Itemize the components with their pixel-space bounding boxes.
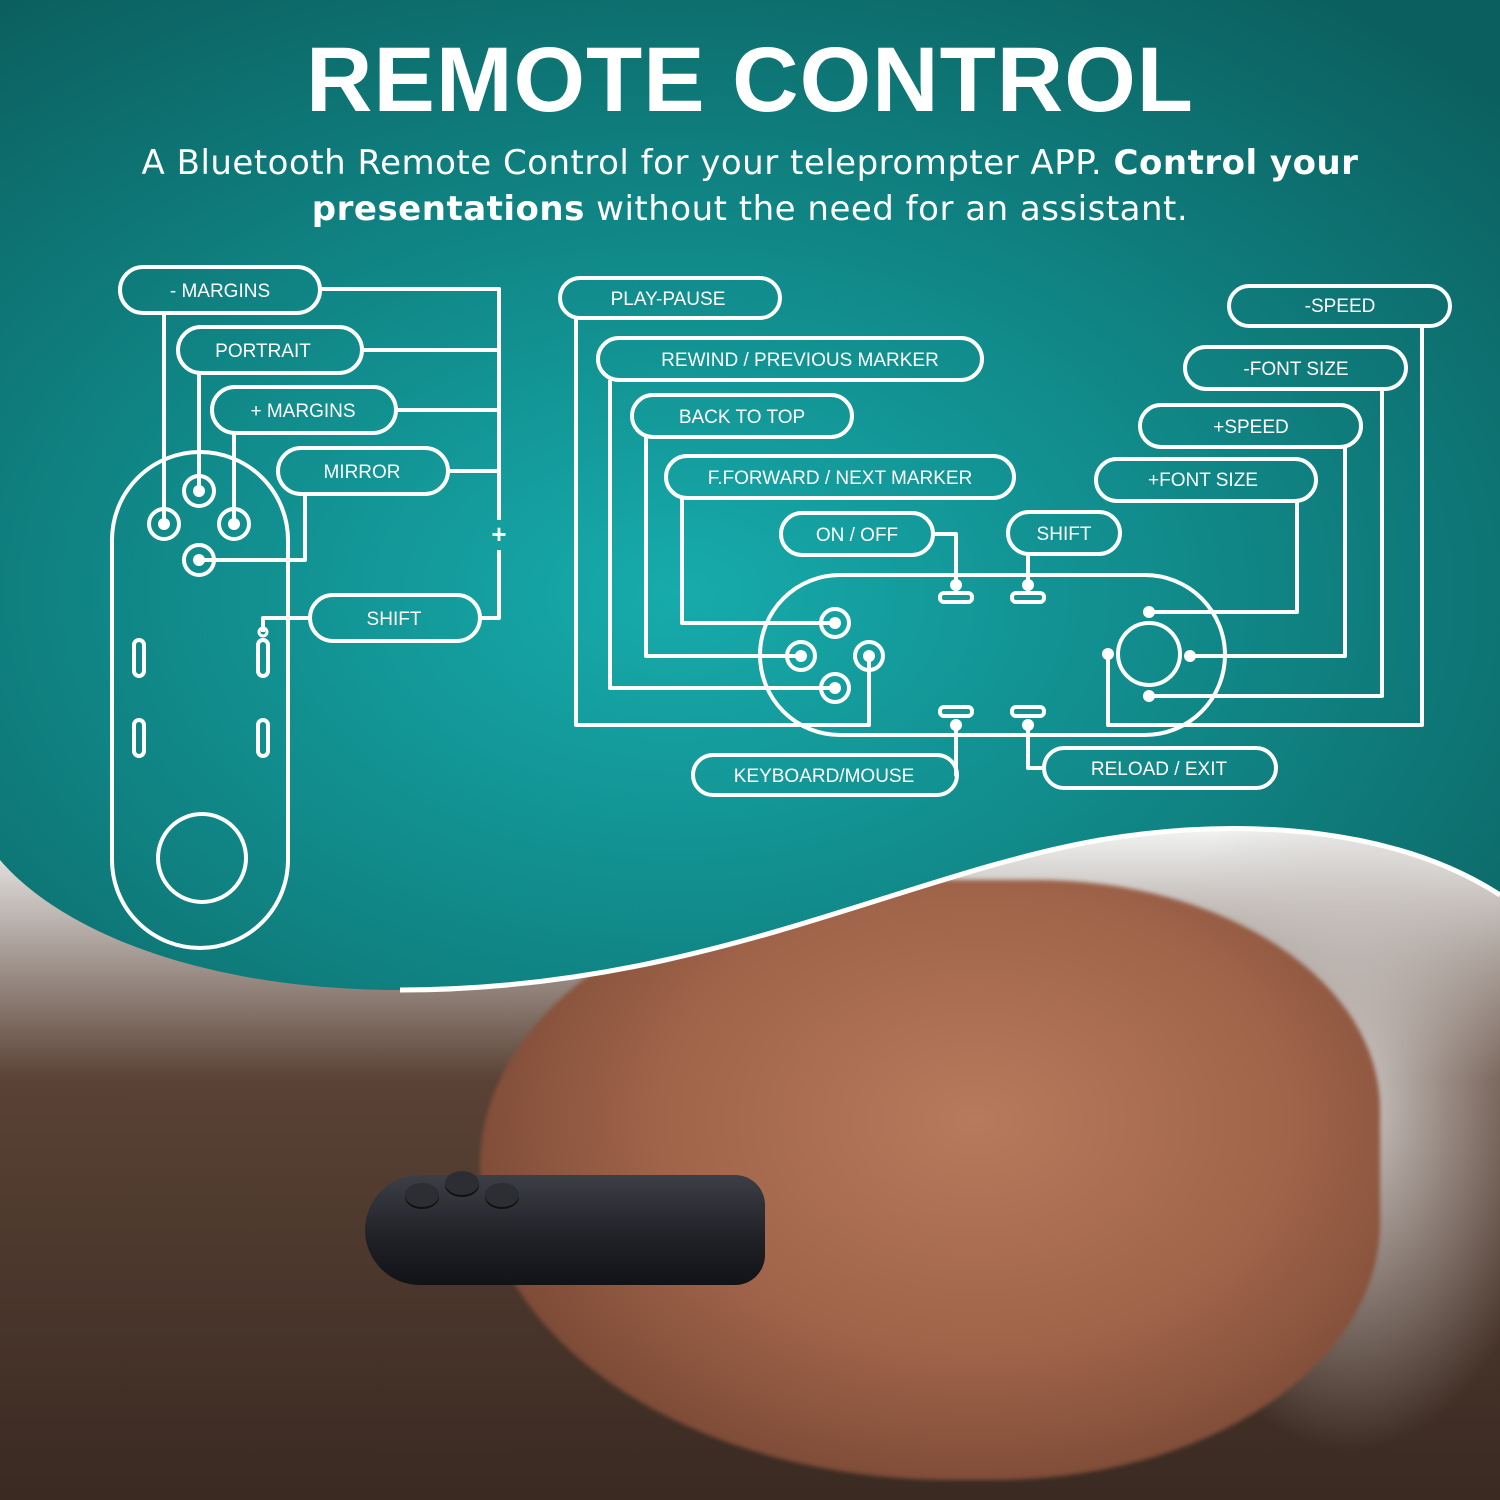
label-portrait: PORTRAIT bbox=[215, 341, 311, 362]
left-remote-outline bbox=[110, 450, 290, 950]
label-keyboard-mouse: KEYBOARD/MOUSE bbox=[734, 766, 915, 787]
label-plus-speed: +SPEED bbox=[1213, 417, 1289, 438]
label-minus-margins: - MARGINS bbox=[170, 281, 270, 302]
plus-symbol: + bbox=[491, 519, 506, 549]
label-mirror: MIRROR bbox=[323, 462, 400, 483]
label-reload-exit: RELOAD / EXIT bbox=[1091, 759, 1228, 780]
label-on-off: ON / OFF bbox=[816, 525, 898, 546]
label-minus-speed: -SPEED bbox=[1305, 296, 1376, 317]
label-fforward: F.FORWARD / NEXT MARKER bbox=[708, 468, 973, 489]
label-play-pause: PLAY-PAUSE bbox=[611, 289, 726, 310]
label-back-to-top: BACK TO TOP bbox=[679, 407, 805, 428]
page-title: REMOTE CONTROL bbox=[306, 29, 1194, 131]
label-plus-font-size: +FONT SIZE bbox=[1148, 470, 1258, 491]
label-plus-margins: + MARGINS bbox=[250, 401, 355, 422]
label-minus-font-size: -FONT SIZE bbox=[1243, 359, 1348, 380]
teal-background bbox=[0, 0, 1500, 990]
right-remote-outline bbox=[758, 573, 1227, 737]
remote-photo bbox=[365, 1171, 765, 1285]
label-rewind: REWIND / PREVIOUS MARKER bbox=[661, 350, 939, 371]
page-subtitle: A Bluetooth Remote Control for your tele… bbox=[141, 143, 1359, 229]
label-left-shift: SHIFT bbox=[367, 609, 422, 630]
label-right-shift: SHIFT bbox=[1037, 524, 1092, 545]
